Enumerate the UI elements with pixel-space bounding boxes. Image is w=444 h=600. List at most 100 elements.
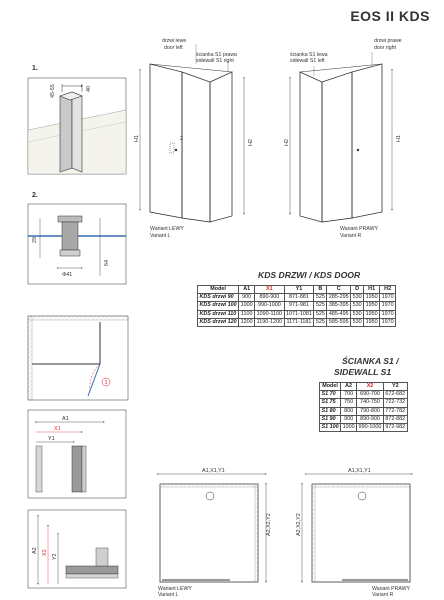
door-table-caption: KDS DRZWI / KDS DOOR [258,270,361,280]
table-cell: 672-682 [382,390,408,400]
table-header-cell: D [350,284,365,295]
dim-h1-right: H1 [396,135,402,142]
width-detail-a2: A2 X2 Y2 [27,509,127,589]
swing-marker-1: 1 [105,380,108,386]
table-cell: 890-900 [254,293,285,303]
table-cell: 790-800 [356,406,384,416]
table-cell: 1000 [238,301,256,311]
dim-h1-left: H1 [134,135,140,142]
table-cell: 1190-1200 [254,317,285,327]
table-cell: 530 [350,317,365,327]
table-header-cell: A2 [340,381,358,392]
table-cell: 1950 [363,317,381,327]
table-cell: 700 [340,390,358,400]
callout-door-left-en: door left [164,45,183,51]
table-cell: 530 [350,309,365,319]
table-cell: 1970 [379,309,397,319]
table-cell: 750 [340,398,358,408]
plan-right-side-dim: A2,X2,Y2 [296,513,302,536]
table-cell: 1200 [238,317,256,327]
table-cell: 900 [340,414,358,424]
table-cell: 1090-1100 [254,309,285,319]
profile-dim-45-55: 45-55 [50,84,56,98]
table-cell: 525 [313,301,328,311]
model-cell: S1 75 [318,398,342,408]
table-header-cell: B [313,284,328,295]
callout-sidewall-left-en: sidewall S1 left [290,58,325,64]
table-cell: 1171-1181 [283,317,315,327]
table-cell: 1970 [379,293,397,303]
table-cell: 525 [313,293,328,303]
model-cell: KDS drzwi 110 [196,309,240,319]
table-cell: 1100 [238,309,256,319]
model-cell: S1 100 [318,422,342,433]
sidewall-table-caption-1: ŚCIANKA S1 / [342,356,399,366]
table-cell: 990-1000 [356,422,384,433]
table-header-cell: H2 [379,284,397,295]
plan-left-top-dim: A1,X1,Y1 [202,468,225,474]
table-cell: 1970 [379,301,397,311]
table-cell: 740-750 [356,398,384,408]
profile-detail: 45-55 40 [27,77,127,175]
table-cell: 1950 [363,293,381,303]
variant-right-top-en: Variant R [340,233,361,239]
variant-right-bottom-en: Variant R [372,592,393,598]
variant-left-top-en: Variant L [150,233,170,239]
table-cell: 990-1000 [254,301,285,311]
table-cell: 585-595 [326,317,352,327]
table-cell: 1000 [340,422,358,433]
table-cell: 1950 [363,309,381,319]
model-cell: KDS drzwi 120 [196,317,240,327]
step-1-label: 1. [32,65,38,72]
table-cell: 800 [340,406,358,416]
variant-left-bottom-pl: Wariant LEWY [158,586,192,592]
model-cell: KDS drzwi 100 [196,301,240,311]
dim-2-left: 2 [180,136,183,142]
table-header-cell: Model [318,381,342,392]
table-cell: 525 [313,309,328,319]
table-cell: 972-982 [382,422,408,433]
dim-y2: Y2 [52,553,58,560]
width-detail-a1: A1 X1 Y1 [27,409,127,499]
callout-door-right-en: door right [374,45,396,51]
table-header-cell: Y1 [283,284,315,295]
table-cell: 900 [238,293,256,303]
model-cell: KDS drzwi 90 [196,293,240,303]
table-cell: 1950 [363,301,381,311]
plan-right: A1,X1,Y1 A2,X2,Y2 Wariant PRAWY Variant … [296,468,413,598]
table-cell: 525 [313,317,328,327]
plan-left-side-dim: A2,X2,Y2 [266,513,272,536]
table-header-cell: Model [196,284,240,295]
table-cell: 530 [350,301,365,311]
dim-x1: X1 [54,426,61,432]
page-title: EOS II KDS [350,8,430,24]
model-cell: S1 80 [318,406,342,416]
plan-left: A1,X1,Y1 A2,X2,Y2 Wariant LEWY Variant L [157,468,272,598]
profile-dim-40: 40 [86,86,92,92]
table-cell: 1970 [379,317,397,327]
dim-h2-left: H2 [248,139,254,146]
table-cell: 485-495 [326,309,352,319]
dim-29: 29 [32,237,38,243]
variant-left-bottom-en: Variant L [158,592,178,598]
table-cell: 385-395 [326,301,352,311]
table-cell: 530 [350,293,365,303]
dim-a1: A1 [62,416,69,422]
table-cell: 690-700 [356,390,384,400]
elevation-right: H2 H1 ścianka S1 lewa sidewall S1 left d… [284,38,402,239]
callout-sidewall-right-pl: ścianka S1 prawa [196,52,237,58]
table-cell: 285-295 [326,293,352,303]
model-cell: S1 90 [318,414,342,424]
